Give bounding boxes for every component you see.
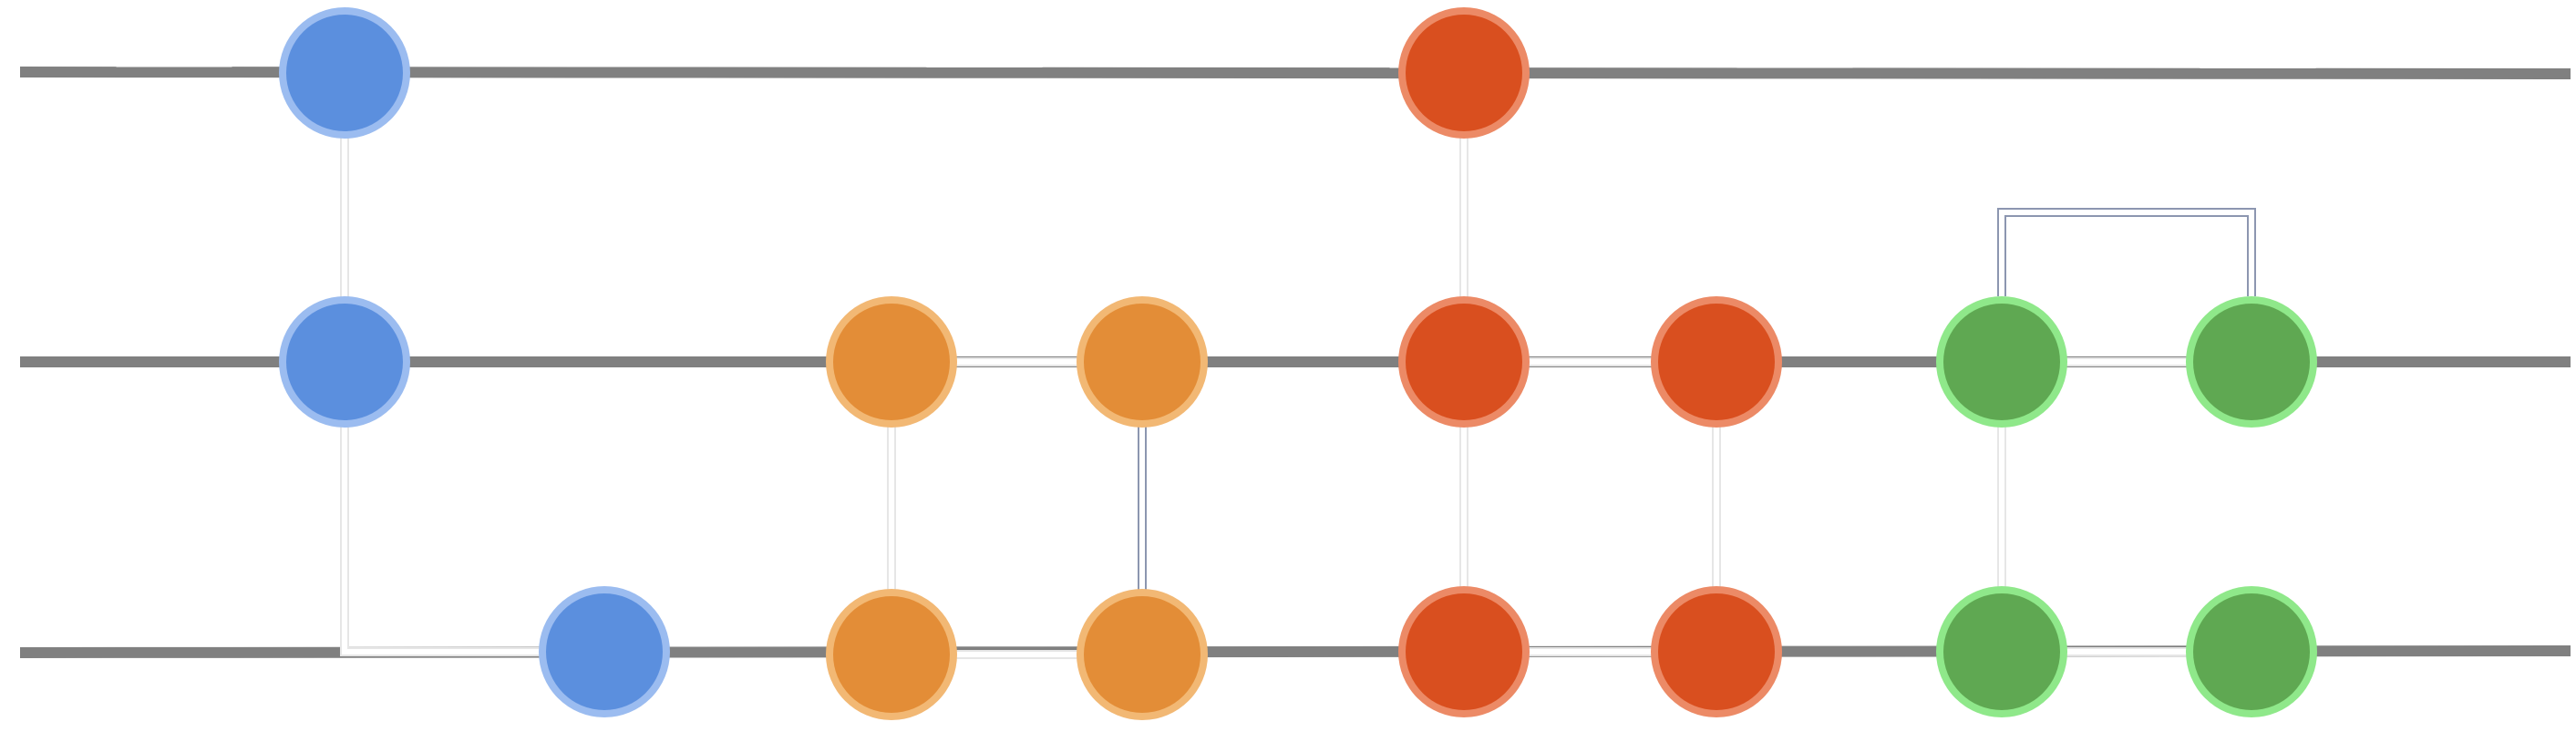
node-red-bottom-2: [1651, 586, 1782, 717]
node-core: [1406, 15, 1522, 131]
node-core: [1084, 304, 1200, 420]
node-blue-bottom: [539, 586, 670, 717]
node-red-bottom-1: [1398, 586, 1530, 717]
node-core: [2193, 593, 2310, 710]
node-orange-mid-1: [826, 296, 957, 428]
node-core: [1943, 304, 2060, 420]
nodes-layer: [279, 7, 2317, 720]
link-node-blue-mid-to-node-blue-bottom: [342, 362, 604, 655]
node-core: [546, 593, 663, 710]
node-blue-mid: [279, 296, 410, 428]
node-core: [1943, 593, 2060, 710]
node-core: [1658, 593, 1775, 710]
link-node-green-mid-1-to-node-green-mid-2: [1999, 210, 2254, 296]
node-core: [286, 15, 403, 131]
node-orange-bottom-1: [826, 589, 957, 720]
node-red-mid-1: [1398, 296, 1530, 428]
link-outline: [1997, 208, 2256, 296]
node-red-mid-2: [1651, 296, 1782, 428]
node-green-bottom-2: [2186, 586, 2317, 717]
node-red-top: [1398, 7, 1530, 139]
node-green-mid-2: [2186, 296, 2317, 428]
node-green-mid-1: [1936, 296, 2067, 428]
node-core: [833, 596, 950, 713]
node-core: [1406, 593, 1522, 710]
node-core: [2193, 304, 2310, 420]
node-green-bottom-1: [1936, 586, 2067, 717]
node-orange-bottom-2: [1077, 589, 1208, 720]
node-blue-top: [279, 7, 410, 139]
node-core: [1406, 304, 1522, 420]
node-orange-mid-2: [1077, 296, 1208, 428]
node-core: [1084, 596, 1200, 713]
node-core: [286, 304, 403, 420]
node-core: [1658, 304, 1775, 420]
rail-top: [19, 67, 2571, 79]
node-core: [833, 304, 950, 420]
